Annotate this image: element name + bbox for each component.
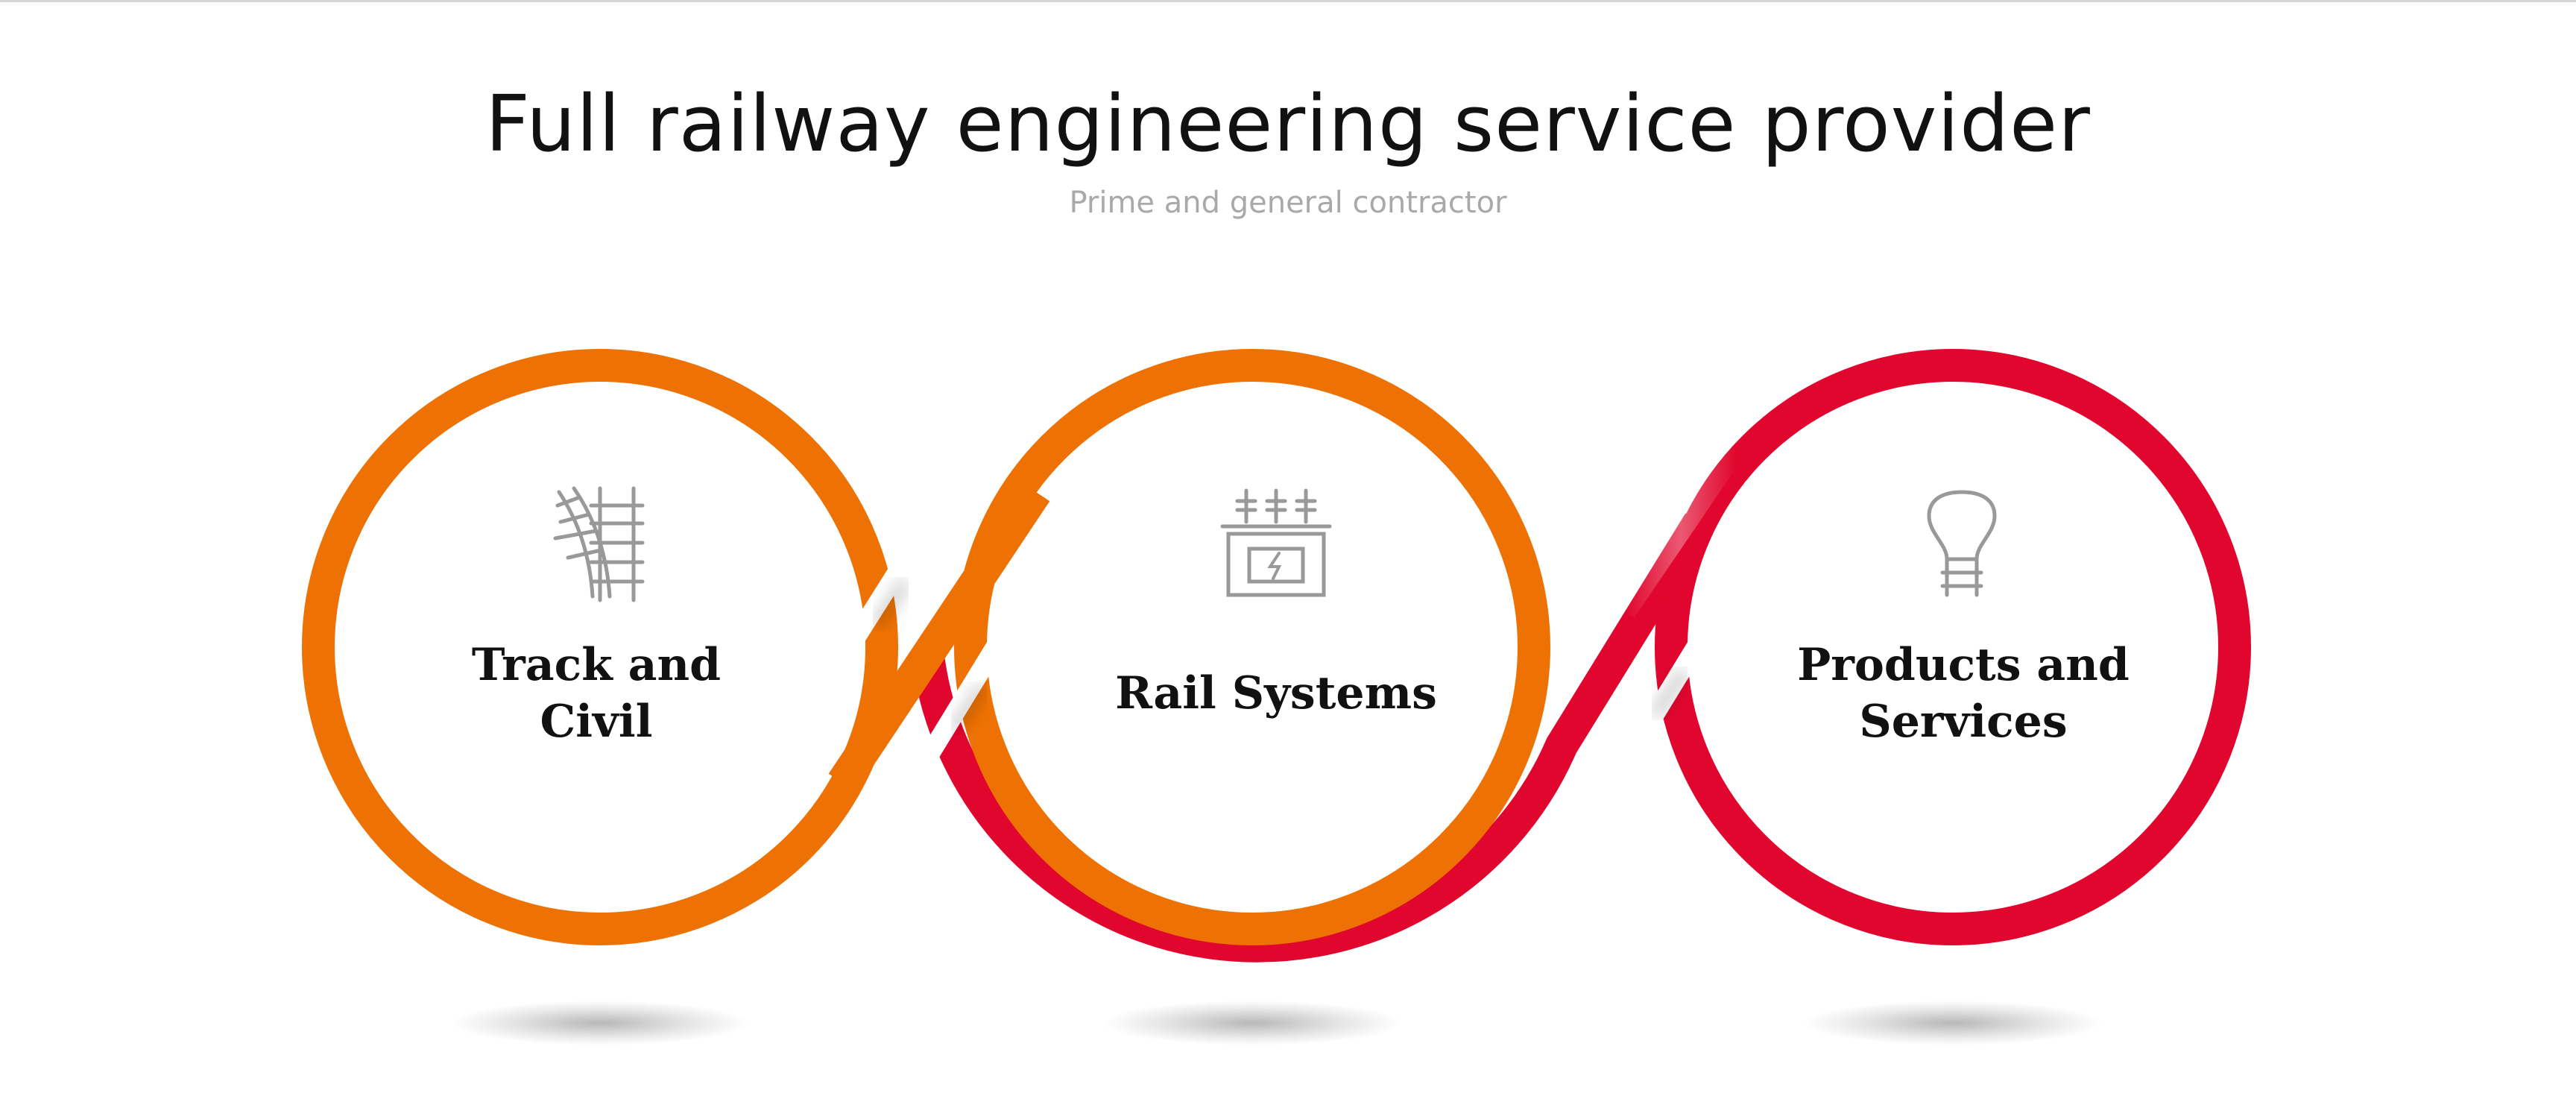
red-ribbon-lower: [912, 513, 1714, 963]
orange-connector-strap: [828, 482, 1050, 793]
service-label-rail-systems: Rail Systems: [1115, 667, 1437, 719]
ribbon-gap-1: [827, 524, 932, 676]
page-title: Full railway engineering service provide…: [485, 78, 2091, 169]
service-label-products-services-line2: Services: [1859, 696, 2067, 748]
light-bulb-icon: [1927, 490, 1997, 597]
ring-shadow-3: [1804, 1001, 2102, 1045]
service-label-products-services-line1: Products and: [1797, 639, 2130, 691]
transformer-icon: [1220, 488, 1332, 597]
track-switch-icon: [553, 486, 645, 602]
ring-track-civil: [302, 349, 898, 945]
ribbon-fold-shadow-1: [870, 578, 912, 630]
service-label-track-civil-line2: Civil: [540, 696, 653, 748]
red-strap-sheen: [1615, 441, 1746, 618]
ribbon-gap-2: [908, 636, 1008, 781]
ring-products-services: [1655, 349, 2251, 945]
service-label-track-civil-line1: Track and: [472, 639, 721, 691]
top-divider: [0, 0, 2576, 2]
ribbon-fold-shadow-2: [948, 682, 990, 734]
ribbon-fold-shadow-3: [1649, 667, 1690, 719]
page-subtitle: Prime and general contractor: [1069, 186, 1507, 220]
ring-rail-systems: [954, 349, 1550, 945]
ring-shadow-2: [1103, 1001, 1401, 1045]
ring-shadow-1: [451, 1001, 749, 1045]
